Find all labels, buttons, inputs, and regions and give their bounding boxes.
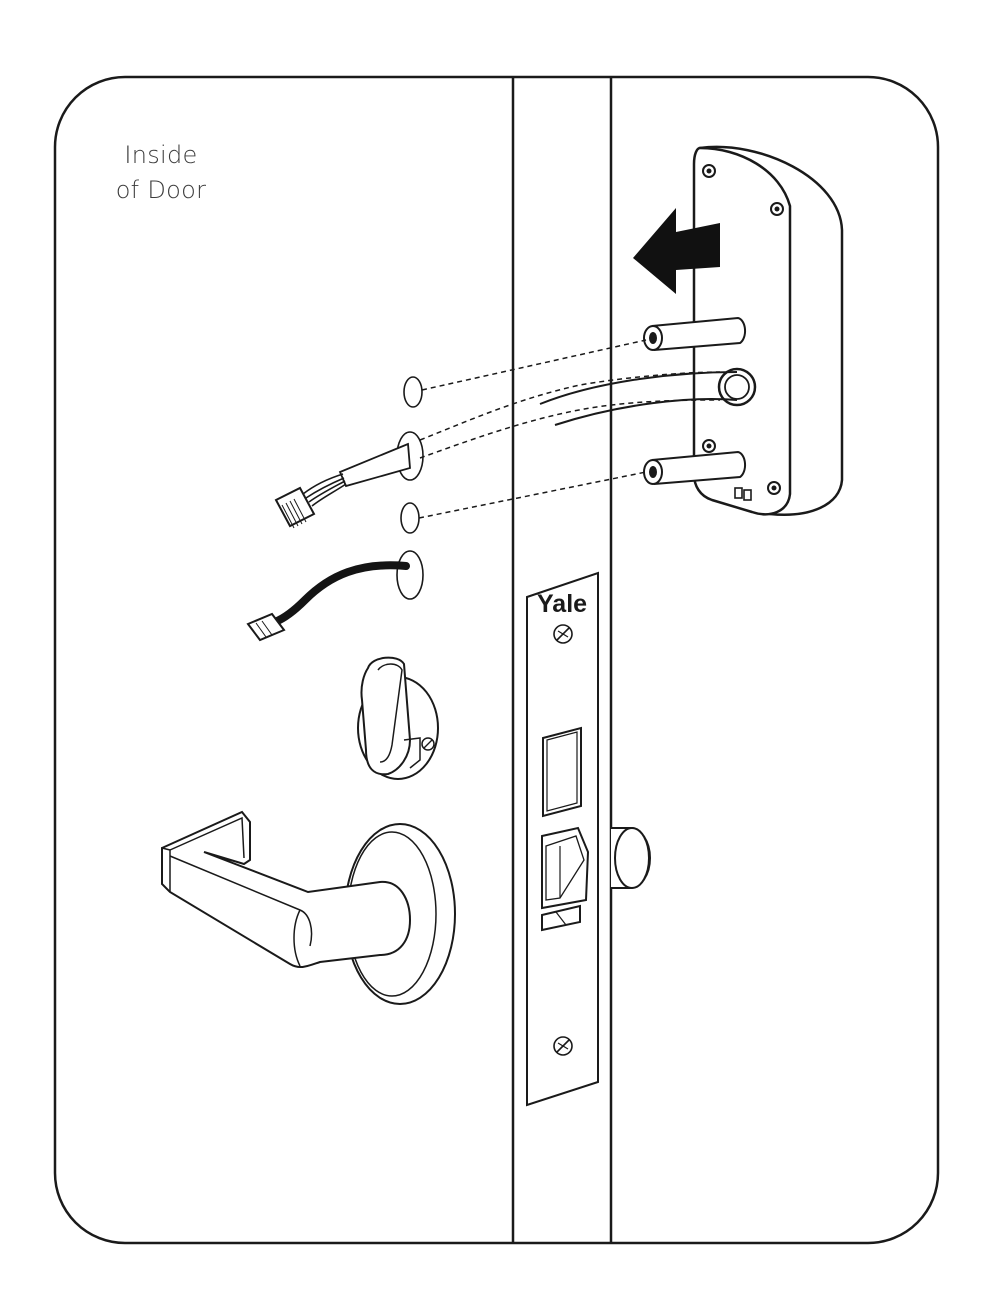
lever-handle [161, 810, 456, 1005]
brand-label: Yale [537, 590, 587, 618]
screw-icon [553, 1036, 573, 1056]
thumbturn [357, 656, 439, 780]
screw-icon [553, 624, 573, 644]
black-cable [246, 561, 410, 642]
latch-bolt [541, 826, 590, 932]
spindle-hub [611, 827, 651, 889]
reader-cable [539, 371, 738, 426]
door-edge [511, 77, 613, 1243]
side-label-line2: of Door [115, 176, 207, 204]
diagram-frame [53, 75, 940, 1245]
alignment-guides [418, 339, 721, 519]
door-holes [396, 376, 424, 600]
connector-icon [246, 612, 286, 642]
deadbolt-opening [542, 726, 582, 818]
mounting-post-bottom [643, 450, 747, 485]
side-label-line1: Inside [124, 141, 198, 169]
mounting-post-top [643, 316, 747, 351]
arrow-left-icon [633, 208, 720, 294]
wire-harness [274, 442, 411, 529]
mortise-faceplate: Yale [526, 571, 599, 1107]
connector-icon [274, 486, 316, 529]
screw-icon [421, 737, 435, 751]
